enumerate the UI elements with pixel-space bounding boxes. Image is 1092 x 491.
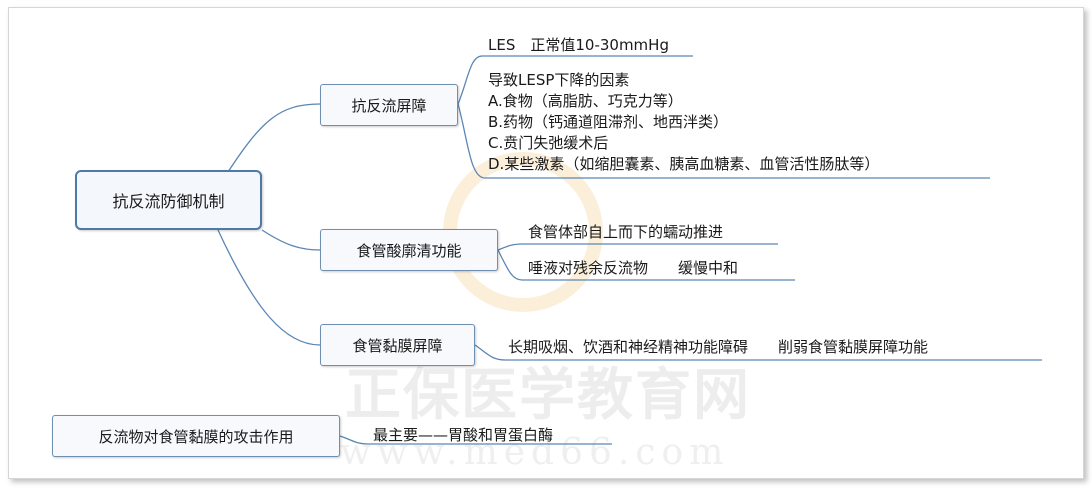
factor-item: B.药物（钙通道阻滞剂、地西泮类） (488, 113, 729, 131)
root-node: 抗反流防御机制 (75, 170, 262, 230)
connector-saliva (497, 249, 795, 281)
connector-smoking (474, 344, 1042, 361)
connector-acid (339, 435, 612, 445)
watermark-name: 正保医学教育网 (345, 362, 751, 428)
branch-mucosa: 食管黏膜屏障 (320, 324, 475, 366)
connector-root-mucosa (217, 229, 321, 346)
factors-title: 导致LESP下降的因素 (488, 71, 630, 89)
factor-item: A.食物（高脂肪、巧克力等） (488, 92, 683, 110)
les-normal-value: LES 正常值10-30mmHg (488, 36, 669, 54)
clearance-saliva: 唾液对残余反流物 缓慢中和 (528, 259, 739, 277)
bottom-node: 反流物对食管黏膜的攻击作用 (52, 415, 340, 457)
connector-root-clearance (261, 229, 321, 251)
connector-factors (457, 103, 990, 179)
factor-item: D.某些激素（如缩胆囊素、胰高血糖素、血管活性肠肽等） (488, 155, 880, 173)
watermark-url: www.med66.com (340, 432, 730, 473)
factor-item: C.贲门失弛缓术后 (488, 134, 609, 152)
branch-clearance: 食管酸廓清功能 (320, 229, 498, 271)
connector-les (457, 55, 693, 105)
attack-main-factor: 最主要——胃酸和胃蛋白酶 (373, 426, 554, 444)
branch-barrier: 抗反流屏障 (320, 84, 458, 126)
clearance-peristalsis: 食管体部自上而下的蠕动推进 (528, 223, 724, 241)
connector-peristalsis (497, 243, 778, 251)
connector-root-barrier (227, 103, 321, 173)
mucosa-damage-factors: 长期吸烟、饮酒和神经精神功能障碍 削弱食管黏膜屏障功能 (508, 338, 929, 356)
